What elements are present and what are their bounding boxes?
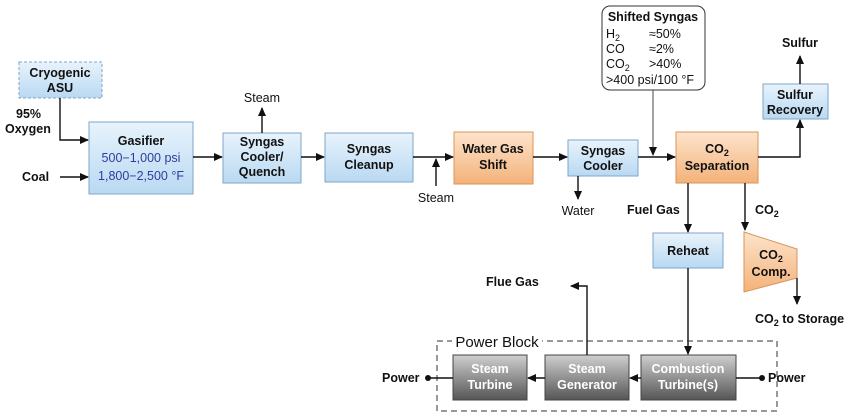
- gasifier-title: Gasifier: [118, 134, 165, 148]
- coal-label: Coal: [22, 170, 49, 184]
- power-block-group: Power Block: [436, 334, 778, 412]
- co2-comp-label-2: Comp.: [752, 265, 791, 279]
- shifted-syngas-species-co2: CO2: [606, 57, 630, 73]
- steam-generator-box: Steam Generator: [544, 354, 630, 401]
- shifted-syngas-value-h2: ≈50%: [649, 27, 681, 41]
- co2-stream-label: CO2: [755, 203, 779, 219]
- steam-turbine-box: Steam Turbine: [452, 354, 528, 401]
- shifted-syngas-conditions: >400 psi/100 °F: [606, 73, 694, 87]
- asu-box: Cryogenic ASU: [18, 61, 103, 99]
- gasifier-temperature: 1,800−2,500 °F: [98, 169, 184, 183]
- power-left-label: Power: [382, 371, 420, 385]
- power-block-label: Power Block: [455, 334, 539, 351]
- syngas-cooler-box: Syngas Cooler: [567, 139, 639, 177]
- combustion-turbine-label-2: Turbine(s): [658, 378, 718, 392]
- co2-compressor-shape: CO2 Comp.: [743, 231, 798, 293]
- syngas-cooler-quench-box: Syngas Cooler/ Quench: [222, 132, 302, 184]
- steam-turbine-label-1: Steam: [471, 362, 509, 376]
- oxygen-percent-label: 95%: [16, 107, 41, 121]
- gasifier-box: Gasifier 500−1,000 psi 1,800−2,500 °F: [88, 121, 194, 195]
- arrow-asu-to-gasifier: [59, 98, 89, 144]
- arrow-flue-gas: [570, 282, 588, 355]
- shifted-syngas-value-co2: >40%: [649, 57, 681, 71]
- syngas-cooler-label-2: Cooler: [583, 159, 623, 173]
- gasifier-pressure: 500−1,000 psi: [102, 151, 181, 165]
- wgs-label-1: Water Gas: [462, 142, 523, 156]
- steam-in-label: Steam: [418, 191, 454, 205]
- water-gas-shift-box: Water Gas Shift: [453, 131, 534, 185]
- asu-label-1: Cryogenic: [29, 66, 90, 80]
- arrow-co2sep-to-sulfur: [758, 119, 804, 158]
- power-right-label: Power: [768, 371, 806, 385]
- cleanup-label-2: Cleanup: [344, 158, 394, 172]
- shifted-syngas-species-co: CO: [606, 42, 625, 56]
- steam-generator-label-1: Steam: [568, 362, 606, 376]
- fuel-gas-label: Fuel Gas: [627, 203, 680, 217]
- shifted-syngas-title: Shifted Syngas: [608, 10, 698, 24]
- co2-comp-label-1: CO2: [759, 248, 783, 264]
- sulfur-label: Sulfur: [782, 36, 818, 50]
- cleanup-label-1: Syngas: [347, 142, 392, 156]
- syngas-cooler-label-1: Syngas: [581, 144, 626, 158]
- co2-separation-box: CO2 Separation: [675, 131, 759, 184]
- co2-separation-label-1: CO2: [705, 142, 729, 158]
- syngas-cleanup-box: Syngas Cleanup: [324, 132, 414, 183]
- sulfur-recovery-box: Sulfur Recovery: [762, 83, 829, 120]
- flue-gas-label: Flue Gas: [486, 275, 539, 289]
- combustion-turbine-box: Combustion Turbine(s): [640, 354, 737, 401]
- shifted-syngas-species-h2: H2: [606, 27, 620, 43]
- cooler-quench-label-2: Cooler/: [240, 150, 284, 164]
- cooler-quench-label-1: Syngas: [240, 135, 285, 149]
- combustion-turbine-label-1: Combustion: [652, 362, 725, 376]
- reheat-label: Reheat: [667, 244, 710, 258]
- asu-label-2: ASU: [47, 81, 73, 95]
- water-label: Water: [562, 204, 595, 218]
- power-right-dot: [759, 375, 765, 381]
- sulfur-recovery-label-1: Sulfur: [777, 88, 813, 102]
- co2-to-storage-label: CO2 to Storage: [755, 312, 844, 328]
- steam-turbine-label-2: Turbine: [468, 378, 513, 392]
- oxygen-label: Oxygen: [5, 122, 51, 136]
- shifted-syngas-callout: Shifted Syngas H2 ≈50% CO ≈2% CO2 >40% >…: [601, 5, 706, 91]
- sulfur-recovery-label-2: Recovery: [767, 103, 823, 117]
- steam-out-label: Steam: [244, 91, 280, 105]
- cooler-quench-label-3: Quench: [239, 165, 286, 179]
- power-left-dot: [425, 375, 431, 381]
- co2-separation-label-2: Separation: [685, 159, 750, 173]
- wgs-label-2: Shift: [479, 158, 508, 172]
- shifted-syngas-value-co: ≈2%: [649, 42, 674, 56]
- reheat-box: Reheat: [652, 232, 724, 269]
- steam-generator-label-2: Generator: [557, 378, 617, 392]
